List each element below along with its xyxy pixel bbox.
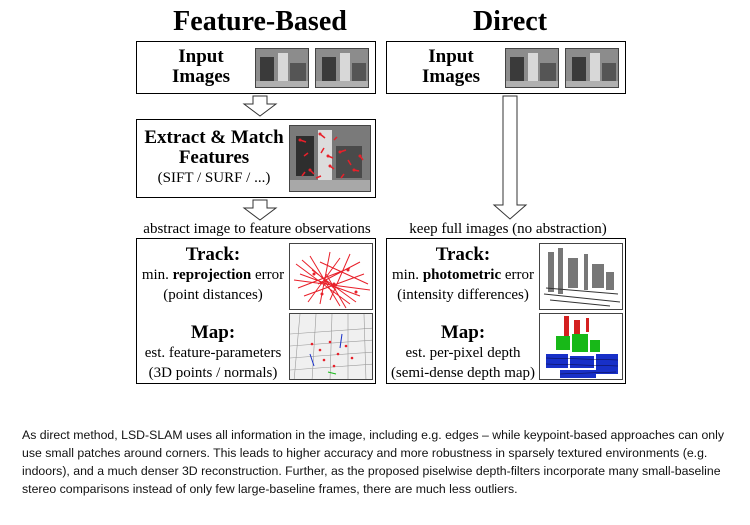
direct-track-desc: min. photometric error	[391, 267, 535, 283]
feature-map-3d-image	[289, 313, 373, 380]
figure-caption: As direct method, LSD-SLAM uses all info…	[22, 428, 724, 496]
feature-based-title: Feature-Based	[173, 6, 347, 37]
input-image-thumbnail	[255, 48, 309, 88]
arrow-input-to-extract	[242, 95, 278, 117]
input-image-thumbnail	[505, 48, 559, 88]
arrow-direct-input-to-track	[492, 95, 528, 220]
direct-input-label: Input Images	[421, 46, 481, 87]
arrow-extract-to-track	[242, 199, 278, 221]
input-image-thumbnail	[565, 48, 619, 88]
direct-title: Direct	[472, 6, 548, 37]
feature-input-box: Input Images	[136, 41, 376, 94]
feature-input-label: Input Images	[171, 46, 231, 87]
extract-features-label: Extract & Match Features (SIFT / SURF / …	[144, 127, 284, 187]
keep-full-images-label: keep full images (no abstraction)	[409, 221, 607, 237]
input-image-thumbnail	[315, 48, 369, 88]
feature-track-map-box: Track: min. reprojection error (point di…	[136, 238, 376, 384]
direct-track-map-box: Track: min. photometric error (intensity…	[386, 238, 626, 384]
direct-map-section: Map: est. per-pixel depth (semi-dense de…	[390, 322, 536, 382]
reprojection-plot-image	[289, 243, 373, 310]
photometric-residual-image	[539, 243, 623, 310]
feature-track-section: Track: min. reprojection error (point di…	[137, 245, 289, 305]
direct-track-section: Track: min. photometric error (intensity…	[387, 245, 539, 305]
feature-matches-image	[289, 125, 371, 192]
direct-input-box: Input Images	[386, 41, 626, 94]
feature-map-section: Map: est. feature-parameters (3D points …	[144, 322, 282, 382]
semi-dense-depth-map-image	[539, 313, 623, 380]
abstract-label: abstract image to feature observations	[143, 221, 371, 237]
feature-track-desc: min. reprojection error	[141, 267, 285, 283]
extract-features-box: Extract & Match Features (SIFT / SURF / …	[136, 119, 376, 198]
